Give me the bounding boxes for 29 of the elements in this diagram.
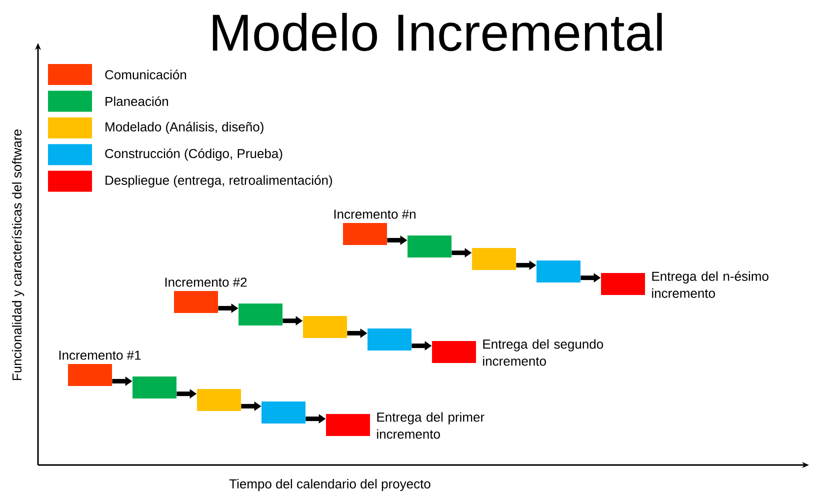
phase-box [197,389,241,411]
phase-box [472,248,516,270]
legend-label: Planeación [106,96,168,106]
delivery-label: Entrega del primer incremento [377,412,484,439]
phase-box [262,402,306,424]
phase-box [368,328,412,350]
delivery-label: Entrega del n-ésimo incremento [652,271,768,298]
increment-heading: Incremento #n [334,210,416,219]
title: Modelo Incremental [212,12,662,52]
legend-label: Comunicación [105,70,186,80]
phase-box [536,260,580,282]
axis-label: Tiempo del calendario del proyecto [229,478,430,492]
phase-box [68,364,112,386]
legend-label: Modelado (Análisis, diseño) [106,122,264,134]
legend-label: Construcción (Código, Prueba) [105,148,282,161]
phase-box [432,341,476,363]
legend-label: Despliegue (entrega, retroalimentación) [106,175,332,188]
increment-heading: Incremento #2 [165,278,247,287]
phase-box [326,414,370,436]
phase-box [343,223,387,245]
phase-box [132,376,176,398]
phase-box [174,291,218,313]
phase-box [303,316,347,338]
axis-label: Funcionalidad y características del software [12,130,24,380]
delivery-label: Entrega del segundo incremento [483,339,604,366]
phase-box [408,236,452,258]
increment-heading: Incremento #1 [59,350,141,360]
phase-box [601,273,645,295]
phase-box [238,304,282,326]
